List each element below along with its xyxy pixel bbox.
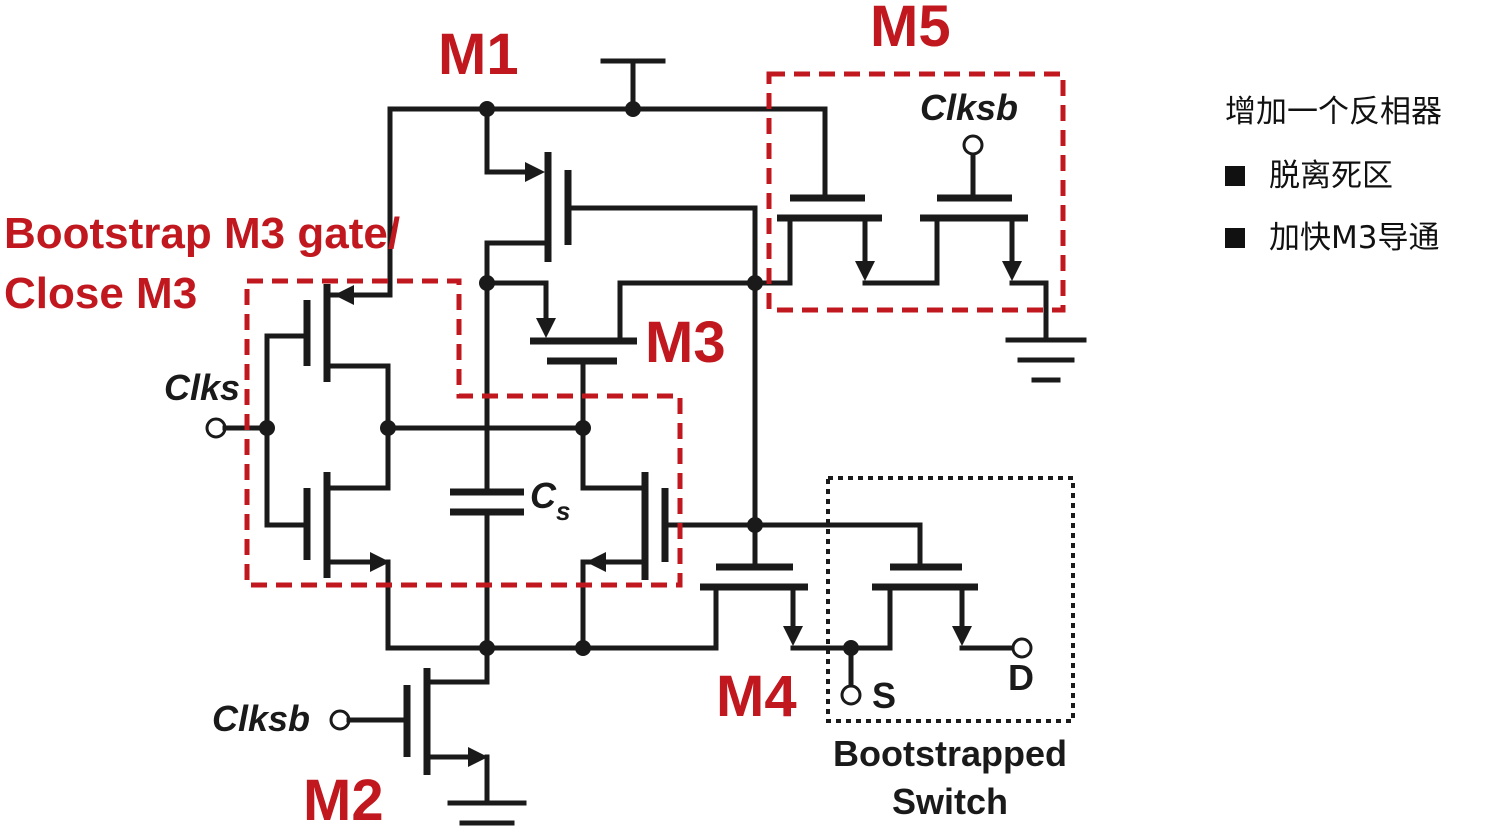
clksb-left-label: Clksb (212, 698, 310, 739)
clks-label: Clks (164, 367, 240, 408)
m2-ground-symbol (447, 800, 527, 826)
top-rail-wire (387, 106, 828, 286)
m4-transistor (700, 522, 893, 651)
cs-label-main: C (530, 475, 557, 516)
square-bullet-icon (1225, 166, 1245, 186)
gate-driver-transistor (580, 472, 758, 651)
notes-heading: 增加一个反相器 (1225, 94, 1442, 130)
notes-item-text: 加快M3导通 (1269, 220, 1440, 256)
notes-item: 加快M3导通 (1225, 216, 1487, 260)
cs-label-sub: s (556, 496, 570, 526)
notes-item-text: 脱离死区 (1269, 158, 1393, 194)
bottom-node-wire (385, 584, 719, 651)
m4-label: M4 (716, 664, 797, 729)
square-bullet-icon (1225, 228, 1245, 248)
bootstrap-gate-box (244, 278, 683, 588)
bootstrap-annotation-line2: Close M3 (4, 269, 197, 318)
cs-capacitor (450, 280, 524, 651)
m2-label: M2 (303, 768, 384, 833)
m5-label: M5 (870, 0, 951, 59)
clksb-m5-label: Clksb (920, 87, 1018, 128)
m5-transistor-pair (777, 106, 1049, 343)
notes-panel: 增加一个反相器 脱离死区 加快M3导通 (1225, 90, 1487, 278)
notes-item: 脱离死区 (1225, 154, 1487, 198)
sampling-switch-transistor (840, 522, 1033, 706)
bootstrapped-switch-box (826, 476, 1075, 723)
m2-transistor (329, 645, 490, 806)
d-terminal-label: D (1008, 657, 1034, 698)
bootstrapped-switch-label-line2: Switch (892, 781, 1008, 822)
m1-transistor (484, 106, 758, 286)
clks-inverter (205, 280, 393, 651)
m5-ground-symbol (1005, 337, 1087, 383)
bootstrap-annotation-line1: Bootstrap M3 gate/ (4, 209, 400, 258)
bootstrapped-switch-label-line1: Bootstrapped (833, 733, 1067, 774)
middle-node-wire (385, 425, 643, 491)
cs-label: Cs (530, 475, 570, 526)
junction-dots (259, 101, 859, 656)
s-terminal-label: S (872, 675, 896, 716)
m3-transistor (484, 280, 758, 431)
bootstrapped-switch-schematic: M1 M5 M3 M4 M2 Bootstrap M3 gate/ Close … (4, 0, 1087, 833)
m1-label: M1 (438, 22, 519, 87)
m3-label: M3 (645, 310, 726, 375)
m5-box (766, 71, 1066, 313)
